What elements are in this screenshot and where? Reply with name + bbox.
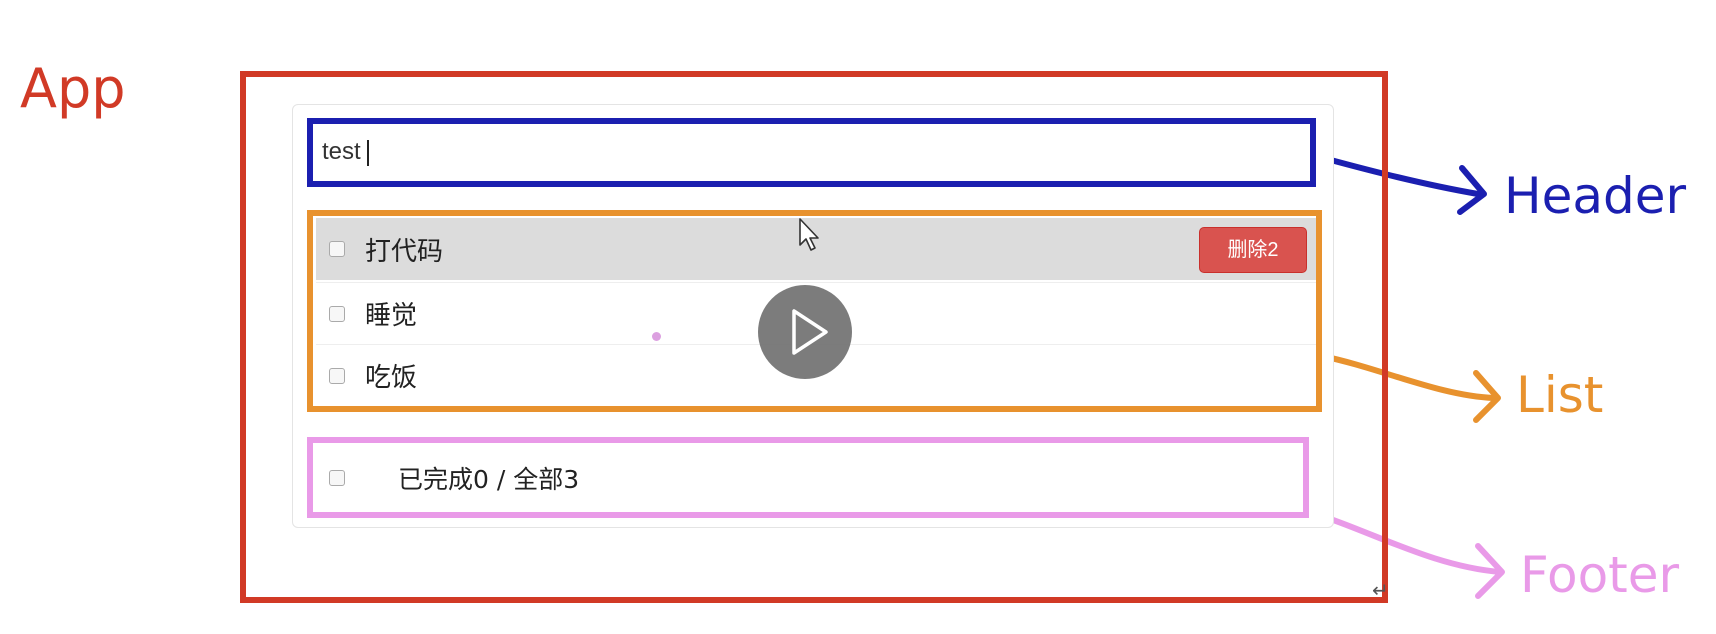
item-checkbox[interactable] xyxy=(329,241,345,257)
arrowhead-header xyxy=(1457,165,1487,215)
text-caret xyxy=(367,140,369,166)
todo-input[interactable] xyxy=(314,125,1304,179)
item-checkbox[interactable] xyxy=(329,305,345,322)
footer-outline-box xyxy=(307,437,1309,518)
footer-status: 已完成0 / 全部3 xyxy=(398,465,580,494)
item-label: 打代码 xyxy=(365,236,444,267)
arrowhead-list xyxy=(1473,370,1501,423)
mouse-pointer-icon xyxy=(799,218,819,251)
arrow-to-list xyxy=(1319,353,1497,401)
label-app: App xyxy=(20,57,126,120)
item-label: 睡觉 xyxy=(365,301,418,331)
stray-dot xyxy=(652,332,661,341)
label-list: List xyxy=(1516,366,1604,424)
play-icon xyxy=(792,309,828,355)
item-checkbox[interactable] xyxy=(329,367,345,384)
list-item: 睡觉 xyxy=(316,282,1316,344)
header-outline-box xyxy=(307,118,1316,187)
footer-bar: 已完成0 / 全部3 xyxy=(316,449,1296,507)
select-all-checkbox[interactable] xyxy=(329,470,345,486)
list-outline-box xyxy=(307,210,1322,412)
arrowhead-footer xyxy=(1475,543,1505,599)
item-label: 吃饭 xyxy=(365,363,418,393)
return-mark: ↵ xyxy=(1372,578,1389,602)
app-outline-box xyxy=(240,71,1388,603)
play-button[interactable] xyxy=(758,285,852,379)
label-footer: Footer xyxy=(1520,546,1680,604)
delete-button[interactable]: 删除2 xyxy=(1199,227,1307,273)
label-header: Header xyxy=(1504,167,1687,225)
list-item: 打代码 删除2 xyxy=(316,218,1316,280)
